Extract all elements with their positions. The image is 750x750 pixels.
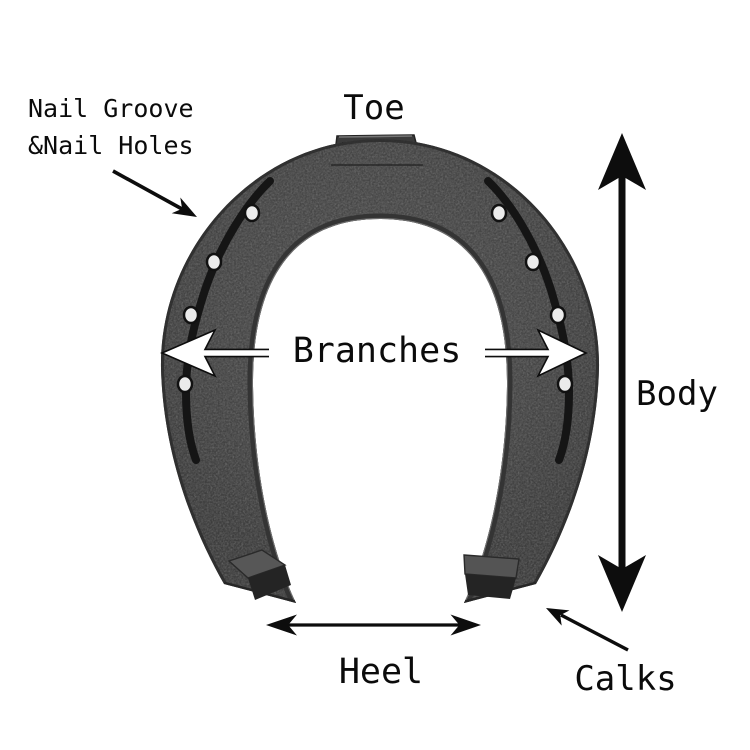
calks-arrow: [546, 608, 629, 652]
heel-arrow: [266, 614, 481, 636]
nail-hole: [556, 374, 574, 394]
outer-edge-shading: [160, 139, 600, 586]
body-arrow: [598, 133, 646, 612]
nail-groove-label-line2: &Nail Holes: [28, 131, 194, 160]
nail-groove-right: [484, 177, 574, 464]
branches-label: Branches: [269, 331, 485, 372]
nail-holes: [176, 203, 574, 394]
nail-hole: [243, 203, 261, 223]
heel-calk-right: [463, 554, 520, 599]
inner-rim-highlight: [251, 217, 509, 603]
nail-hole: [490, 203, 508, 223]
nail-hole: [524, 252, 542, 272]
nail-hole: [176, 374, 194, 394]
body-label: Body: [636, 374, 718, 414]
nail-hole: [549, 305, 567, 325]
nail-groove-label-line1: Nail Groove: [28, 94, 194, 123]
nail-hole: [205, 252, 223, 272]
inner-bevel: [247, 213, 513, 603]
nail-hole: [182, 305, 200, 325]
nail-groove-arrow: [112, 169, 197, 217]
calks-label: Calks: [574, 659, 677, 699]
nail-groove-left: [181, 177, 274, 464]
heel-label: Heel: [338, 652, 424, 692]
toe-label: Toe: [343, 88, 405, 128]
heel-calk-left: [227, 549, 291, 600]
nail-groove-label: Nail Groove &Nail Holes: [28, 90, 194, 164]
